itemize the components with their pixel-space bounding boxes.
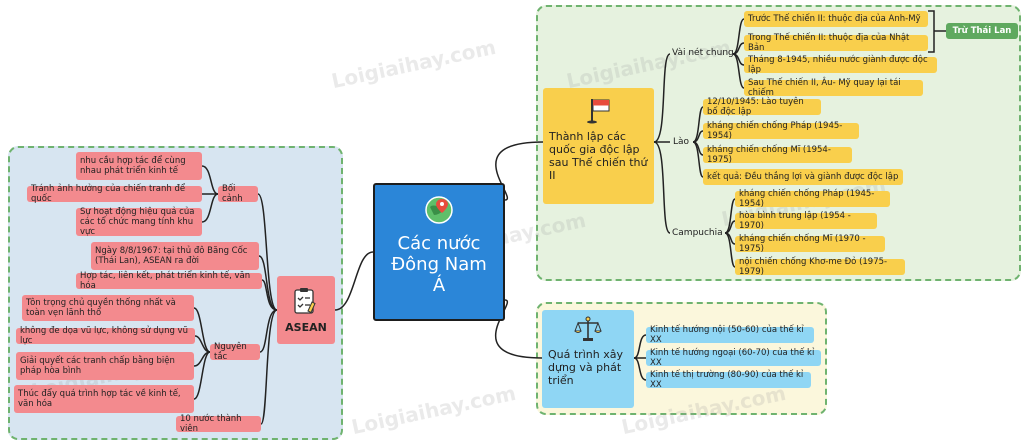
asean-founded[interactable]: Ngày 8/8/1967: tại thủ đô Băng Cốc (Thái… — [91, 242, 259, 270]
asean-members[interactable]: 10 nước thành viên — [176, 414, 261, 434]
boi-canh-label[interactable]: Bối cảnh — [218, 184, 258, 204]
checklist-icon — [294, 287, 316, 314]
development-item[interactable]: Kinh tế hướng ngoại (60-70) của thế kỉ X… — [646, 348, 821, 368]
campuchia-item[interactable]: hòa bình trung lập (1954 - 1970) — [735, 211, 877, 231]
flag-icon — [586, 99, 609, 124]
boi-canh-item[interactable]: nhu cầu hợp tác để cùng nhau phát triển … — [76, 152, 202, 180]
development-item[interactable]: Kinh tế thị trường (80-90) của thế kỉ XX — [646, 370, 811, 390]
globe-pin-icon — [425, 196, 453, 224]
campuchia-item[interactable]: kháng chiến chống Pháp (1945-1954) — [735, 189, 890, 209]
asean-title: ASEAN — [285, 320, 327, 334]
independence-topic[interactable]: Thành lập các quốc gia độc lập sau Thế c… — [543, 88, 654, 204]
lao-item[interactable]: kháng chiến chống Mĩ (1954-1975) — [703, 145, 852, 165]
campuchia-label[interactable]: Campuchia — [672, 228, 723, 238]
lao-item[interactable]: kết quả: Đều thắng lợi và giành được độc… — [703, 169, 903, 185]
asean-topic[interactable]: ASEAN — [277, 276, 335, 344]
thai-lan-note[interactable]: Trừ Thái Lan — [946, 23, 1018, 39]
vai-net-item[interactable]: Sau Thế chiến II, Âu- Mỹ quay lại tái ch… — [744, 78, 923, 98]
nguyen-tac-item[interactable]: Giải quyết các tranh chấp bằng biện pháp… — [16, 352, 194, 380]
vai-net-item[interactable]: Trước Thế chiến II: thuộc địa của Anh-Mỹ — [744, 11, 928, 27]
development-title: Quá trình xây dựng và phát triển — [548, 348, 623, 387]
center-topic[interactable]: Các nước Đông Nam Á — [373, 183, 505, 321]
development-topic[interactable]: Quá trình xây dựng và phát triển — [542, 310, 634, 408]
vai-net-item[interactable]: Trong Thế chiến II: thuộc địa của Nhật B… — [744, 33, 928, 53]
center-title: Các nước Đông Nam Á — [391, 233, 487, 296]
development-item[interactable]: Kinh tế hướng nội (50-60) của thế kỉ XX — [646, 325, 814, 345]
vai-net-item[interactable]: Tháng 8-1945, nhiều nước giành được độc … — [744, 55, 937, 75]
asean-cooperation[interactable]: Hợp tác, liên kết, phát triển kinh tế, v… — [76, 271, 262, 291]
nguyen-tac-item[interactable]: không đe dọa vũ lực, không sử dụng vũ lự… — [16, 326, 195, 346]
boi-canh-item[interactable]: Sự hoạt động hiệu quả của các tổ chức ma… — [76, 207, 202, 237]
lao-label[interactable]: Lào — [673, 137, 690, 147]
vai-net-label[interactable]: Vài nét chung — [672, 48, 734, 58]
nguyen-tac-item[interactable]: Tôn trọng chủ quyền thống nhất và toàn v… — [22, 295, 194, 321]
lao-item[interactable]: 12/10/1945: Lào tuyên bố độc lập — [703, 97, 821, 117]
balance-scale-icon — [574, 316, 602, 341]
campuchia-item[interactable]: kháng chiến chống Mĩ (1970 - 1975) — [735, 234, 885, 254]
nguyen-tac-label[interactable]: Nguyên tắc — [210, 342, 260, 362]
lao-item[interactable]: kháng chiến chống Pháp (1945-1954) — [703, 121, 859, 141]
campuchia-item[interactable]: nội chiến chống Khơ-me Đỏ (1975-1979) — [735, 257, 905, 277]
independence-title: Thành lập các quốc gia độc lập sau Thế c… — [549, 130, 648, 182]
nguyen-tac-item[interactable]: Thúc đẩy quá trình hợp tác về kinh tế, v… — [14, 385, 194, 413]
boi-canh-item[interactable]: Tránh ảnh hưởng của chiến tranh để quốc — [27, 184, 202, 204]
